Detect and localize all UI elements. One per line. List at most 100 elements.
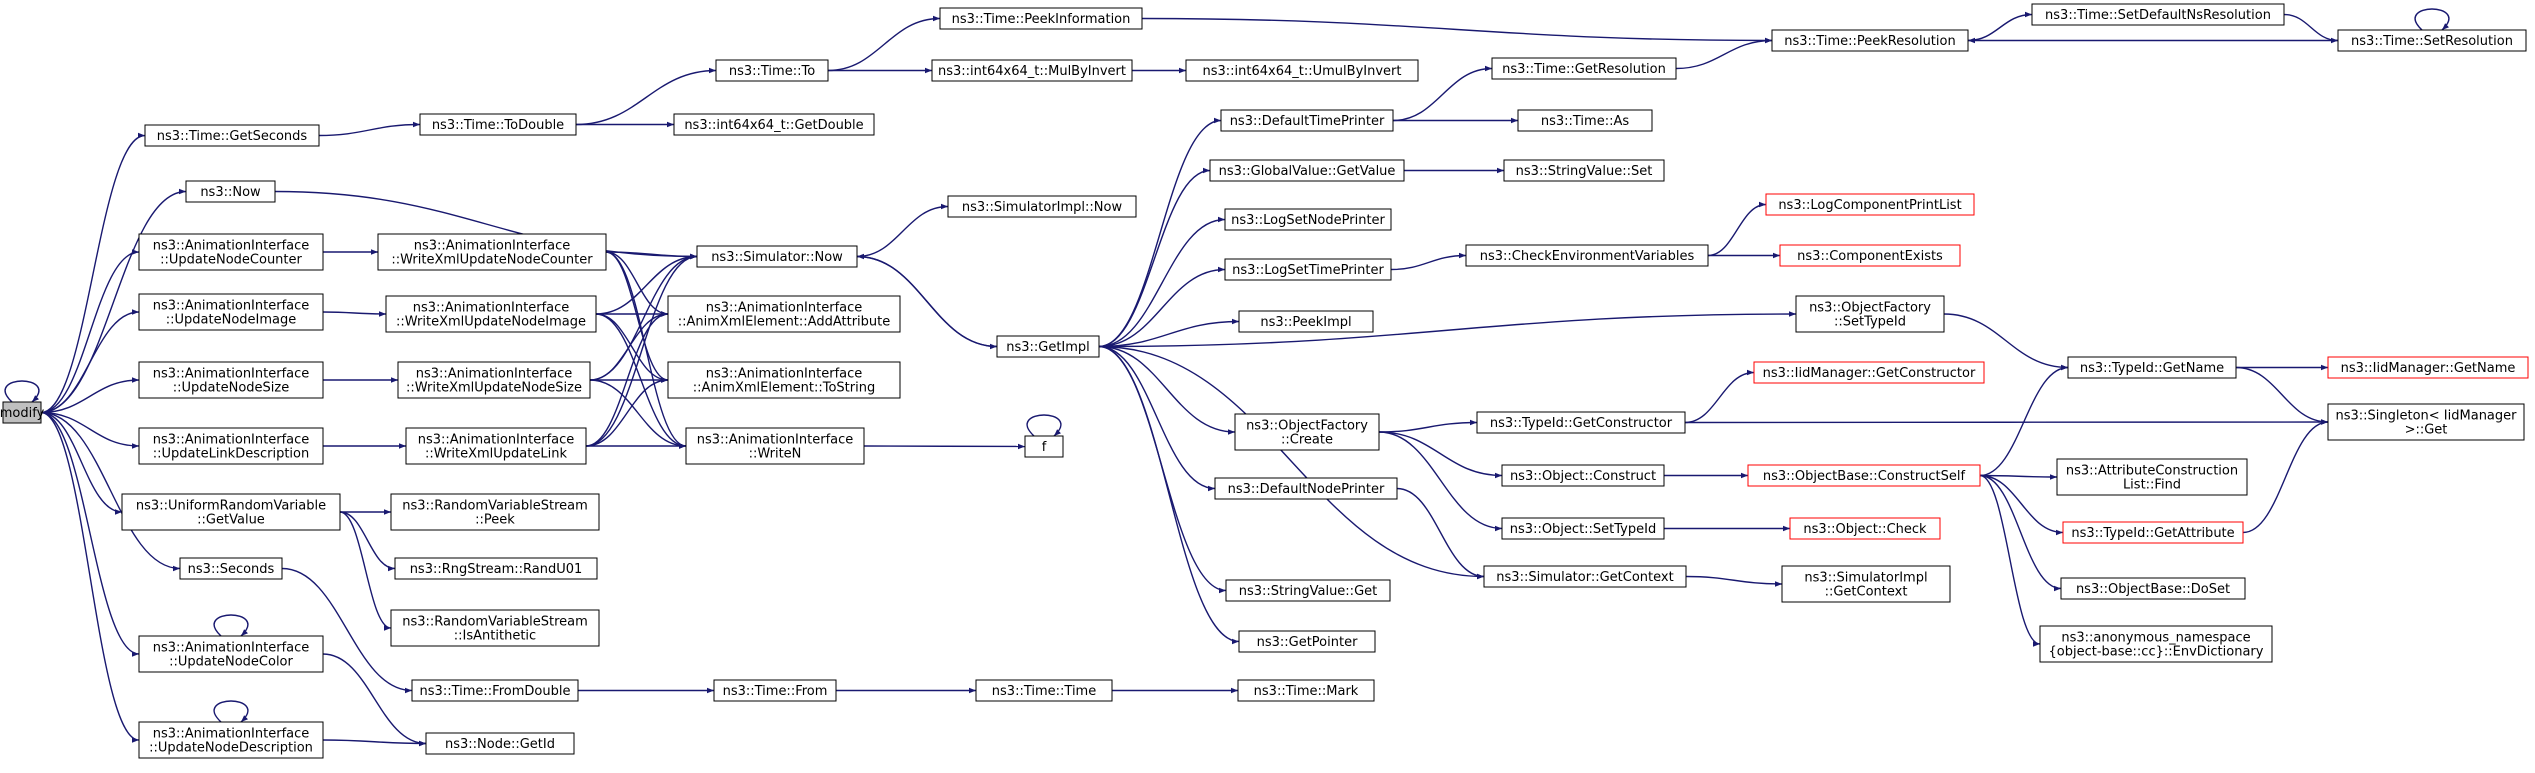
node-updNodeImage[interactable]: ns3::AnimationInterface::UpdateNodeImage xyxy=(138,293,324,331)
node-addAttr-label: ::AnimXmlElement::AddAttribute xyxy=(678,315,891,330)
node-getSeconds[interactable]: ns3::Time::GetSeconds xyxy=(144,124,320,147)
edge-getSeconds-to-toDouble xyxy=(318,121,421,137)
node-ofCreate[interactable]: ns3::ObjectFactory::Create xyxy=(1234,413,1380,451)
node-peekResolution[interactable]: ns3::Time::PeekResolution xyxy=(1771,29,1969,52)
node-toString[interactable]: ns3::AnimationInterface::AnimXmlElement:… xyxy=(667,361,901,399)
node-getDouble[interactable]: ns3::int64x64_t::GetDouble xyxy=(673,113,875,136)
edge-wrNodeCounter-to-simNow xyxy=(605,251,698,260)
node-updNodeCounter-label: ::UpdateNodeCounter xyxy=(160,253,302,268)
node-updNodeCounter[interactable]: ns3::AnimationInterface::UpdateNodeCount… xyxy=(138,233,324,271)
node-simImplNow[interactable]: ns3::SimulatorImpl::Now xyxy=(947,195,1137,218)
node-umulByInvert[interactable]: ns3::int64x64_t::UmulByInvert xyxy=(1185,59,1419,82)
node-fromDouble[interactable]: ns3::Time::FromDouble xyxy=(411,679,579,702)
node-svSet[interactable]: ns3::StringValue::Set xyxy=(1503,159,1665,182)
node-setResolution-label: ns3::Time::SetResolution xyxy=(2351,34,2513,49)
node-rvsPeek[interactable]: ns3::RandomVariableStream::Peek xyxy=(390,493,600,531)
node-peekImpl-box xyxy=(1238,310,1374,333)
node-setResolution[interactable]: ns3::Time::SetResolution xyxy=(2337,29,2527,52)
node-objConstruct[interactable]: ns3::Object::Construct xyxy=(1501,464,1665,487)
node-simNow[interactable]: ns3::Simulator::Now xyxy=(696,245,858,268)
node-wrNodeCounter[interactable]: ns3::AnimationInterface::WriteXmlUpdateN… xyxy=(377,233,607,271)
node-isAntithetic[interactable]: ns3::RandomVariableStream::IsAntithetic xyxy=(390,609,600,647)
node-obDoSet-label: ns3::ObjectBase::DoSet xyxy=(2076,582,2230,597)
node-svSet-label: ns3::StringValue::Set xyxy=(1516,164,1653,179)
node-setDefaultNsRes[interactable]: ns3::Time::SetDefaultNsResolution xyxy=(2031,3,2285,26)
node-f[interactable]: f xyxy=(1024,435,1064,458)
node-svGet[interactable]: ns3::StringValue::Get xyxy=(1225,579,1391,602)
node-updNodeCounter-box xyxy=(138,233,324,271)
node-anonEnvDict[interactable]: ns3::anonymous_namespace{object-base::cc… xyxy=(2039,625,2273,663)
node-now[interactable]: ns3::Now xyxy=(185,180,276,203)
node-rvsPeek-label: ::Peek xyxy=(475,513,515,528)
node-logSetNodePrinter[interactable]: ns3::LogSetNodePrinter xyxy=(1224,208,1392,231)
node-updNodeSize[interactable]: ns3::AnimationInterface::UpdateNodeSize xyxy=(138,361,324,399)
node-timeTime[interactable]: ns3::Time::Time xyxy=(975,679,1113,702)
node-seconds[interactable]: ns3::Seconds xyxy=(179,557,283,580)
node-updNodeDesc[interactable]: ns3::AnimationInterface::UpdateNodeDescr… xyxy=(138,721,324,759)
node-compExists[interactable]: ns3::ComponentExists xyxy=(1779,244,1961,267)
node-peekInfo[interactable]: ns3::Time::PeekInformation xyxy=(939,7,1143,30)
node-timeMark[interactable]: ns3::Time::Mark xyxy=(1237,679,1375,702)
node-gvGetValue-box xyxy=(1209,159,1405,182)
node-objSetTypeId[interactable]: ns3::Object::SetTypeId xyxy=(1501,517,1665,540)
node-wrNodeSize[interactable]: ns3::AnimationInterface::WriteXmlUpdateN… xyxy=(397,361,591,399)
node-objCheck[interactable]: ns3::Object::Check xyxy=(1789,517,1941,540)
node-addAttr[interactable]: ns3::AnimationInterface::AnimXmlElement:… xyxy=(667,295,901,333)
node-tidGetAttribute[interactable]: ns3::TypeId::GetAttribute xyxy=(2062,521,2244,544)
node-updNodeColor[interactable]: ns3::AnimationInterface::UpdateNodeColor xyxy=(138,635,324,673)
edge-modify-to-modify xyxy=(4,380,40,403)
node-simNow-box xyxy=(696,245,858,268)
node-simGetContext[interactable]: ns3::Simulator::GetContext xyxy=(1483,565,1687,588)
node-iidGetCtor[interactable]: ns3::IidManager::GetConstructor xyxy=(1753,361,1985,384)
node-getPointer[interactable]: ns3::GetPointer xyxy=(1238,630,1376,653)
node-getId-box xyxy=(425,732,575,755)
node-mulByInvert[interactable]: ns3::int64x64_t::MulByInvert xyxy=(931,59,1133,82)
node-obDoSet[interactable]: ns3::ObjectBase::DoSet xyxy=(2060,577,2246,600)
node-iidGetName[interactable]: ns3::IidManager::GetName xyxy=(2327,356,2529,379)
node-defNodePrinter[interactable]: ns3::DefaultNodePrinter xyxy=(1214,477,1398,500)
node-logSetTimePrinter[interactable]: ns3::LogSetTimePrinter xyxy=(1224,258,1392,281)
node-tidGetCtor[interactable]: ns3::TypeId::GetConstructor xyxy=(1476,411,1686,434)
edge-getResolution-to-peekResolution xyxy=(1675,37,1773,70)
node-checkEnv[interactable]: ns3::CheckEnvironmentVariables xyxy=(1465,244,1709,267)
node-timeFrom[interactable]: ns3::Time::From xyxy=(713,679,837,702)
node-getSeconds-box xyxy=(144,124,320,147)
node-toDouble[interactable]: ns3::Time::ToDouble xyxy=(419,113,577,136)
node-updLinkDesc-label: ns3::AnimationInterface xyxy=(153,433,310,448)
node-getId[interactable]: ns3::Node::GetId xyxy=(425,732,575,755)
node-logCompPrintList[interactable]: ns3::LogComponentPrintList xyxy=(1765,193,1975,216)
node-simImplNow-label: ns3::SimulatorImpl::Now xyxy=(962,200,1123,215)
node-logCompPrintList-label: ns3::LogComponentPrintList xyxy=(1778,198,1961,213)
node-timeTo[interactable]: ns3::Time::To xyxy=(715,59,829,82)
node-modify-box xyxy=(2,401,42,424)
node-getResolution[interactable]: ns3::Time::GetResolution xyxy=(1491,57,1677,80)
node-defTimePrinter[interactable]: ns3::DefaultTimePrinter xyxy=(1220,109,1394,132)
node-tidGetName[interactable]: ns3::TypeId::GetName xyxy=(2067,356,2237,379)
node-timeAs[interactable]: ns3::Time::As xyxy=(1517,109,1653,132)
node-wrNodeImage[interactable]: ns3::AnimationInterface::WriteXmlUpdateN… xyxy=(385,295,597,333)
node-peekImpl[interactable]: ns3::PeekImpl xyxy=(1238,310,1374,333)
node-singletonGet[interactable]: ns3::Singleton< IidManager >::Get xyxy=(2327,403,2525,441)
edge-updNodeDesc-to-updNodeDesc xyxy=(213,700,249,723)
edge-f-to-f xyxy=(1026,414,1062,437)
edge-getImpl-to-gvGetValue xyxy=(1098,167,1211,348)
node-obConstructSelf[interactable]: ns3::ObjectBase::ConstructSelf xyxy=(1747,464,1981,487)
edge-timeTo-to-peekInfo xyxy=(827,15,941,72)
node-simImplGetContext[interactable]: ns3::SimulatorImpl::GetContext xyxy=(1781,565,1951,603)
node-f-box xyxy=(1024,435,1064,458)
node-updLinkDesc[interactable]: ns3::AnimationInterface::UpdateLinkDescr… xyxy=(138,427,324,465)
edge-defTimePrinter-to-getResolution xyxy=(1392,65,1493,122)
node-ofSetTypeId[interactable]: ns3::ObjectFactory::SetTypeId xyxy=(1795,295,1945,333)
node-gvGetValue[interactable]: ns3::GlobalValue::GetValue xyxy=(1209,159,1405,182)
node-tidGetAttribute-label: ns3::TypeId::GetAttribute xyxy=(2071,526,2234,541)
node-getImpl[interactable]: ns3::GetImpl xyxy=(996,335,1100,358)
node-wrLink[interactable]: ns3::AnimationInterface::WriteXmlUpdateL… xyxy=(405,427,587,465)
node-peekInfo-box xyxy=(939,7,1143,30)
node-uniformGetValue[interactable]: ns3::UniformRandomVariable::GetValue xyxy=(121,493,341,531)
node-randU01[interactable]: ns3::RngStream::RandU01 xyxy=(394,557,598,580)
node-modify[interactable]: modify xyxy=(0,401,45,424)
node-writeN[interactable]: ns3::AnimationInterface::WriteN xyxy=(685,427,865,465)
node-timeMark-label: ns3::Time::Mark xyxy=(1254,684,1359,699)
